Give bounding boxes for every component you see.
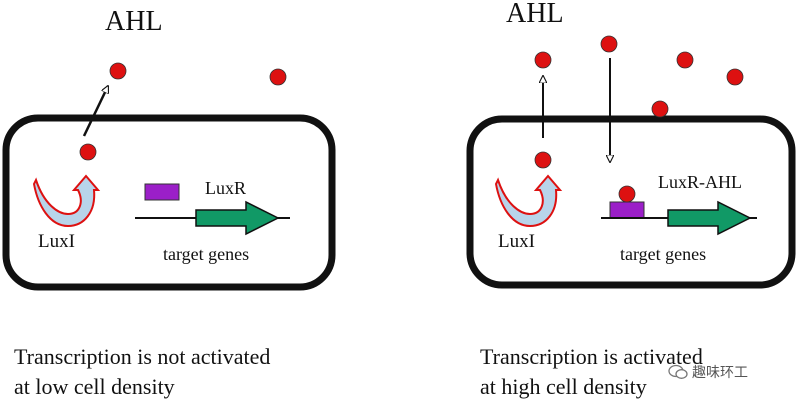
right-bound-ahl-molecule — [618, 185, 636, 203]
right-ahl-molecule — [651, 100, 669, 118]
right-ahl-molecule — [726, 68, 744, 86]
right-luxi-label: LuxI — [498, 231, 535, 252]
right-luxr-protein — [609, 201, 645, 219]
left-caption-line: at low cell density — [14, 374, 175, 399]
left-luxr-protein — [144, 183, 180, 201]
wechat-bubble-icon — [668, 364, 688, 379]
left-caption-line: Transcription is not activated — [14, 344, 271, 369]
left-efflux-arrow — [82, 86, 110, 137]
right-target-genes-label: target genes — [620, 244, 706, 264]
left-ahl-label: AHL — [105, 6, 163, 37]
watermark-text: 趣味环工 — [692, 365, 748, 381]
right-luxi-curved-arrow — [494, 174, 563, 228]
left-ahl-molecule — [109, 62, 127, 80]
left-caption: Transcription is not activated at low ce… — [14, 342, 270, 402]
left-luxi-curved-arrow — [32, 174, 101, 228]
left-target-genes-label: target genes — [163, 244, 249, 264]
left-luxi-label: LuxI — [38, 231, 75, 252]
left-panel: AHL LuxI LuxR target genes — [2, 6, 336, 291]
left-ahl-molecule — [269, 68, 287, 86]
left-gene-arrow — [195, 200, 280, 236]
right-ahl-molecule — [676, 51, 694, 69]
right-ahl-molecule — [534, 151, 552, 169]
right-luxr-ahl-label: LuxR-AHL — [658, 172, 742, 192]
left-ahl-molecule — [79, 143, 97, 161]
right-caption-line: at high cell density — [480, 374, 647, 399]
right-ahl-molecule — [600, 35, 618, 53]
watermark: 趣味环工 — [668, 362, 748, 382]
right-ahl-molecule — [534, 51, 552, 69]
right-panel: AHL LuxI LuxR-AHL target genes — [466, 0, 796, 289]
right-caption: Transcription is activated at high cell … — [480, 342, 703, 402]
left-luxr-label: LuxR — [205, 178, 246, 198]
right-caption-line: Transcription is activated — [480, 344, 703, 369]
right-ahl-label: AHL — [506, 0, 564, 29]
right-gene-arrow — [667, 200, 752, 236]
